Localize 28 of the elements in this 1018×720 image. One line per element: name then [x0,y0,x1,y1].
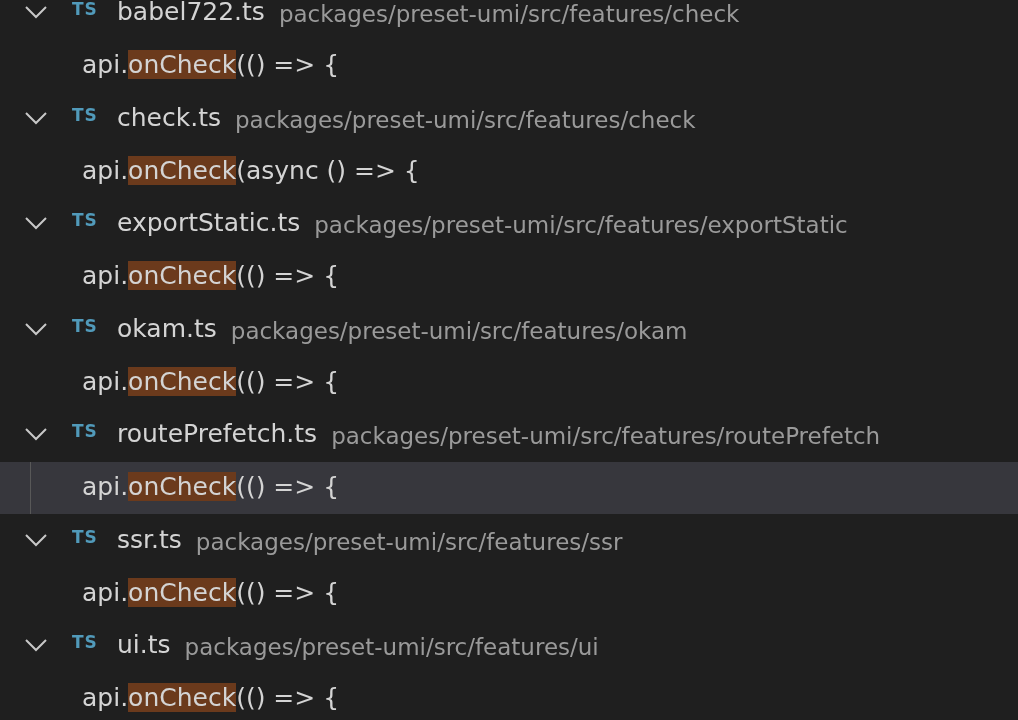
file-path: packages/preset-umi/src/features/okam [230,317,688,346]
search-result-line: api.onCheck(async () => { [82,155,420,187]
file-type-icon: TS [72,525,98,549]
file-path: packages/preset-umi/src/features/ui [184,633,599,662]
file-type-icon: TS [72,419,98,443]
file-name: exportStatic.ts [117,207,301,239]
file-type-icon: TS [72,314,98,338]
file-name: ui.ts [117,629,171,661]
file-path: packages/preset-umi/src/features/routePrefetch [331,422,881,451]
search-result-line: api.onCheck(() => { [82,682,340,714]
search-result-line: api.onCheck(() => { [82,49,340,81]
file-name: okam.ts [117,313,217,345]
search-result-line: api.onCheck(() => { [82,577,340,609]
file-path: packages/preset-umi/src/features/check [234,106,696,135]
file-path: packages/preset-umi/src/features/ssr [195,528,623,557]
file-type-icon: TS [72,630,98,654]
file-name: check.ts [117,102,221,134]
file-type-icon: TS [72,103,98,127]
file-type-icon: TS [72,0,98,21]
file-type-icon: TS [72,208,98,232]
file-path: packages/preset-umi/src/features/check [278,0,740,29]
search-result-line: api.onCheck(() => { [82,471,340,503]
file-name: ssr.ts [117,524,182,556]
search-result-line: api.onCheck(() => { [82,260,340,292]
search-result-line: api.onCheck(() => { [82,366,340,398]
file-name: routePrefetch.ts [117,418,318,450]
file-name: babel722.ts [117,0,265,28]
file-path: packages/preset-umi/src/features/exportStatic [314,211,848,240]
